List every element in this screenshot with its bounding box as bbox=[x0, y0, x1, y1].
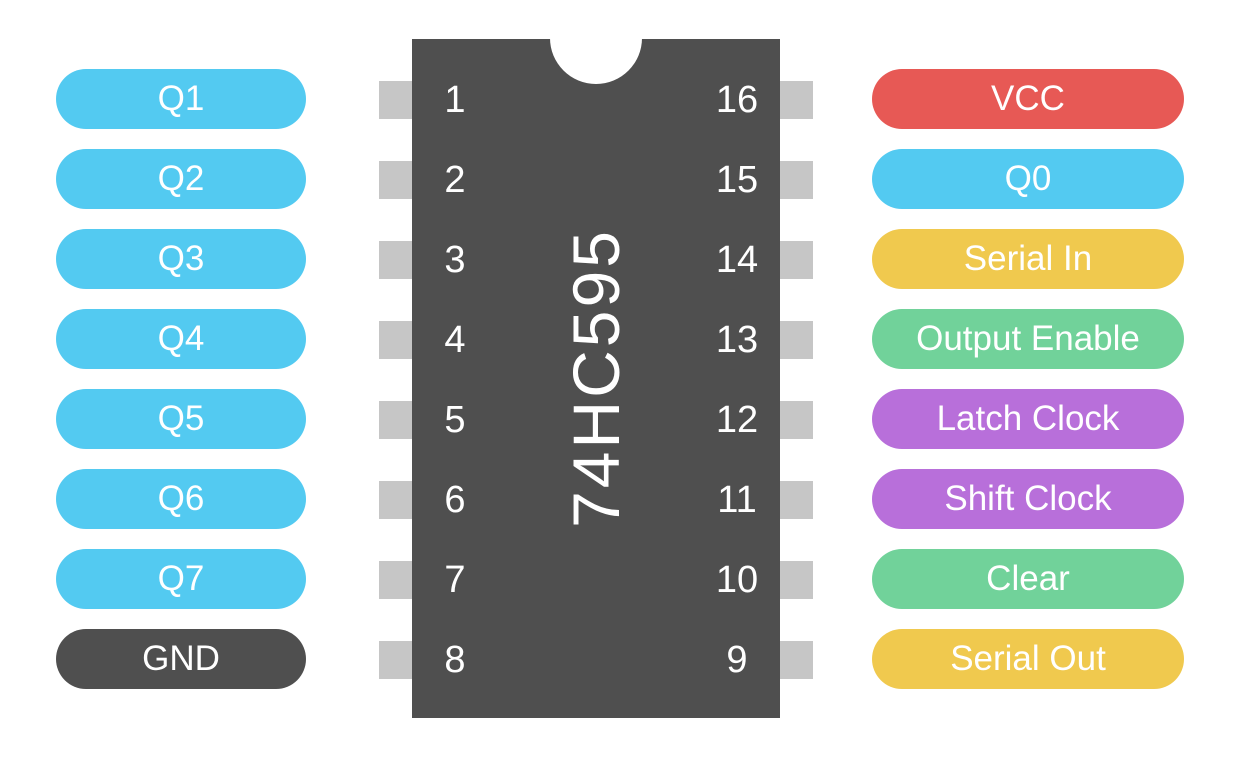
pin-label-output-enable: Output Enable bbox=[872, 309, 1184, 369]
pin-number-12: 12 bbox=[715, 399, 759, 441]
pin-number-8: 8 bbox=[444, 639, 466, 681]
pin-label-q3: Q3 bbox=[56, 229, 306, 289]
pin-stub-14 bbox=[780, 241, 813, 279]
pin-label-q0: Q0 bbox=[872, 149, 1184, 209]
pin-number-6: 6 bbox=[444, 479, 466, 521]
pin-stub-12 bbox=[780, 401, 813, 439]
pin-number-2: 2 bbox=[444, 159, 466, 201]
pin-number-14: 14 bbox=[715, 239, 759, 281]
pin-number-10: 10 bbox=[715, 559, 759, 601]
pin-stub-1 bbox=[379, 81, 412, 119]
pin-stub-10 bbox=[780, 561, 813, 599]
pin-stub-7 bbox=[379, 561, 412, 599]
pin-label-q1: Q1 bbox=[56, 69, 306, 129]
pin-label-shift-clock: Shift Clock bbox=[872, 469, 1184, 529]
pin-stub-6 bbox=[379, 481, 412, 519]
pin-number-16: 16 bbox=[715, 79, 759, 121]
pin-stub-13 bbox=[780, 321, 813, 359]
pin-stub-16 bbox=[780, 81, 813, 119]
pin-label-q6: Q6 bbox=[56, 469, 306, 529]
pin-number-7: 7 bbox=[444, 559, 466, 601]
pin-label-serial-out: Serial Out bbox=[872, 629, 1184, 689]
pin-label-vcc: VCC bbox=[872, 69, 1184, 129]
pin-number-13: 13 bbox=[715, 319, 759, 361]
pin-label-clear: Clear bbox=[872, 549, 1184, 609]
pin-label-latch-clock: Latch Clock bbox=[872, 389, 1184, 449]
pin-label-serial-in: Serial In bbox=[872, 229, 1184, 289]
pin-label-gnd: GND bbox=[56, 629, 306, 689]
pin-number-1: 1 bbox=[444, 79, 466, 121]
pin-stub-5 bbox=[379, 401, 412, 439]
ic-notch bbox=[550, 0, 642, 84]
pin-number-4: 4 bbox=[444, 319, 466, 361]
pin-stub-11 bbox=[780, 481, 813, 519]
pin-number-11: 11 bbox=[717, 479, 757, 521]
pin-stub-4 bbox=[379, 321, 412, 359]
pin-stub-15 bbox=[780, 161, 813, 199]
pin-number-5: 5 bbox=[444, 399, 466, 441]
pin-number-3: 3 bbox=[444, 239, 466, 281]
pin-label-q5: Q5 bbox=[56, 389, 306, 449]
pin-stub-3 bbox=[379, 241, 412, 279]
pin-stub-8 bbox=[379, 641, 412, 679]
pin-number-15: 15 bbox=[715, 159, 759, 201]
pin-label-q7: Q7 bbox=[56, 549, 306, 609]
chip-label: 74HC595 bbox=[559, 228, 633, 528]
pin-stub-2 bbox=[379, 161, 412, 199]
ic-body bbox=[412, 39, 780, 718]
pin-stub-9 bbox=[780, 641, 813, 679]
pin-label-q2: Q2 bbox=[56, 149, 306, 209]
pin-label-q4: Q4 bbox=[56, 309, 306, 369]
pin-number-9: 9 bbox=[726, 639, 748, 681]
